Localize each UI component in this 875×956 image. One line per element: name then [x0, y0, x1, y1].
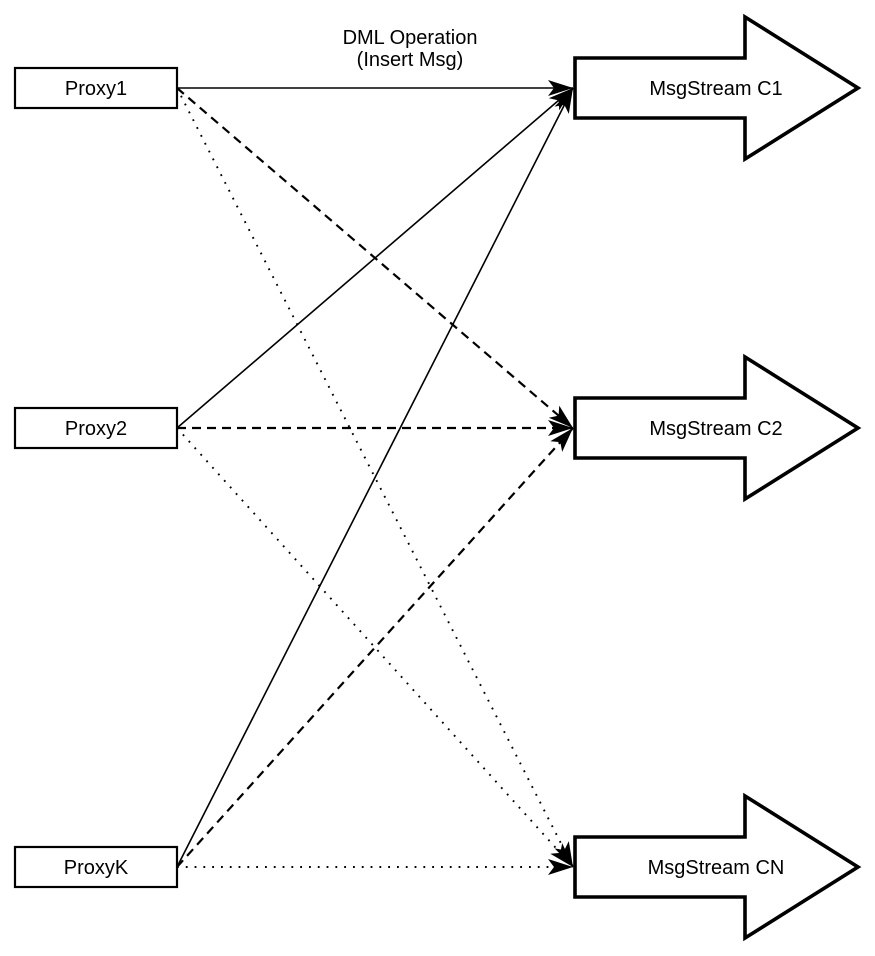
msgstream-cn-block-arrow-shape [573, 792, 862, 942]
edge-proxyk-c1 [176, 87, 574, 868]
msgstream-cn-label: MsgStream CN [648, 857, 785, 879]
node-msgstream-c2: MsgStream C2 [573, 353, 862, 503]
dml-operation-label-line2: (Insert Msg) [357, 49, 464, 71]
node-proxy2: Proxy2 [13, 406, 179, 450]
msgstream-c2-block-arrow-shape [573, 353, 862, 503]
node-msgstream-cn: MsgStream CN [573, 792, 862, 942]
proxyk-box [13, 845, 179, 889]
node-msgstream-c1: MsgStream C1 [573, 13, 862, 163]
msgstream-c2-label: MsgStream C2 [649, 418, 782, 440]
msgstream-c1-label: MsgStream C1 [649, 78, 782, 100]
edges-layer [176, 80, 574, 875]
msgstream-c1-block-arrow-shape [573, 13, 862, 163]
edge-proxy2-cn [176, 427, 574, 868]
proxy2-label: Proxy2 [65, 418, 127, 440]
dml-operation-label-line1: DML Operation [343, 27, 478, 49]
proxyk-label: ProxyK [64, 857, 129, 879]
proxy1-label: Proxy1 [65, 78, 127, 100]
proxy2-box [13, 406, 179, 450]
node-proxy1: Proxy1 [13, 66, 179, 110]
edge-proxy1-c2 [176, 87, 574, 429]
edge-proxyk-c2 [176, 427, 574, 868]
proxy1-box [13, 66, 179, 110]
node-proxyk: ProxyK [13, 845, 179, 889]
